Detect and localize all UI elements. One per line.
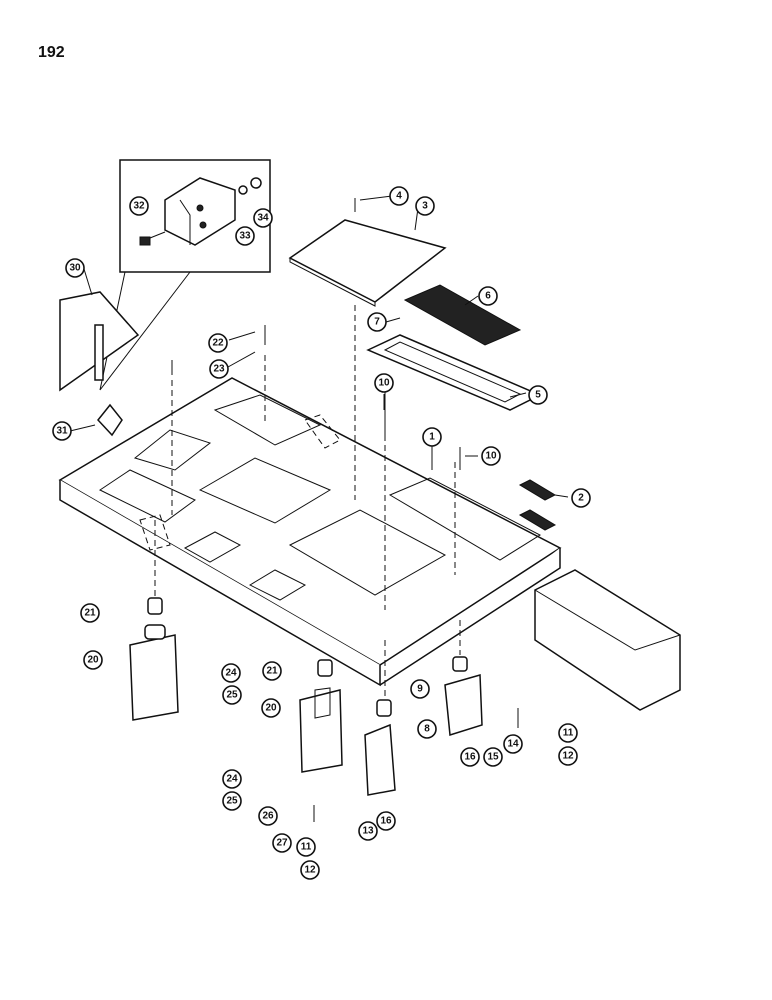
bolts — [171, 198, 519, 822]
svg-text:12: 12 — [304, 865, 316, 876]
svg-text:31: 31 — [56, 426, 68, 437]
callout: 15 — [483, 747, 503, 767]
console-box — [534, 569, 681, 711]
callout: 24 — [221, 663, 241, 683]
support-bracket-right — [444, 674, 483, 736]
svg-text:8: 8 — [424, 724, 430, 735]
side-panel — [59, 291, 140, 392]
svg-text:34: 34 — [257, 213, 269, 224]
callout: 10 — [481, 446, 501, 466]
callout: 26 — [258, 806, 278, 826]
svg-text:1: 1 — [429, 432, 435, 443]
callout: 4 — [389, 186, 409, 206]
callout: 33 — [235, 226, 255, 246]
callout: 6 — [478, 286, 498, 306]
rubber-mount-center — [317, 659, 333, 677]
svg-text:15: 15 — [487, 752, 499, 763]
mount-bracket — [97, 403, 123, 437]
callout: 12 — [558, 746, 578, 766]
svg-text:5: 5 — [535, 390, 541, 401]
callout: 30 — [65, 258, 85, 278]
callout: 27 — [272, 833, 292, 853]
callout: 14 — [503, 734, 523, 754]
reservoir-center — [299, 687, 343, 773]
callout: 22 — [208, 333, 228, 353]
svg-text:9: 9 — [417, 684, 423, 695]
callout: 5 — [528, 385, 548, 405]
callout: 32 — [129, 196, 149, 216]
cover-plate — [288, 219, 447, 307]
rubber-mount-9 — [376, 656, 468, 717]
page-number: 192 — [38, 44, 65, 61]
rubber-mount-left — [147, 597, 163, 615]
inset-detail — [99, 159, 271, 391]
callout: 10 — [374, 373, 394, 393]
trim-strips — [518, 479, 557, 531]
svg-text:7: 7 — [374, 317, 380, 328]
svg-text:21: 21 — [266, 666, 278, 677]
svg-text:21: 21 — [84, 608, 96, 619]
svg-text:24: 24 — [226, 774, 238, 785]
callout: 12 — [300, 860, 320, 880]
svg-text:12: 12 — [562, 751, 574, 762]
svg-text:2: 2 — [578, 493, 584, 504]
callout: 9 — [410, 679, 430, 699]
callout: 3 — [415, 196, 435, 216]
svg-text:22: 22 — [212, 338, 224, 349]
callout: 1 — [422, 427, 442, 447]
svg-text:33: 33 — [239, 231, 251, 242]
svg-text:25: 25 — [226, 690, 238, 701]
filter-frame — [366, 334, 542, 411]
svg-text:24: 24 — [225, 668, 237, 679]
svg-text:27: 27 — [276, 838, 288, 849]
assembly-lines — [154, 305, 461, 700]
svg-text:6: 6 — [485, 291, 491, 302]
callout: 23 — [209, 359, 229, 379]
callout: 31 — [52, 421, 72, 441]
svg-text:13: 13 — [362, 826, 374, 837]
svg-text:20: 20 — [265, 703, 277, 714]
deck-plate — [58, 377, 562, 687]
svg-text:23: 23 — [213, 364, 225, 375]
callout: 34 — [253, 208, 273, 228]
svg-text:3: 3 — [422, 201, 428, 212]
callout: 8 — [417, 719, 437, 739]
svg-text:25: 25 — [226, 796, 238, 807]
svg-text:16: 16 — [380, 816, 392, 827]
svg-text:32: 32 — [133, 201, 145, 212]
svg-text:16: 16 — [464, 752, 476, 763]
callout: 20 — [83, 650, 103, 670]
svg-text:4: 4 — [396, 191, 402, 202]
callout: 2 — [571, 488, 591, 508]
svg-text:20: 20 — [87, 655, 99, 666]
callout: 7 — [367, 312, 387, 332]
svg-text:10: 10 — [378, 378, 390, 389]
svg-text:26: 26 — [262, 811, 274, 822]
svg-text:14: 14 — [507, 739, 519, 750]
support-bracket-center — [364, 723, 396, 796]
callout: 21 — [262, 661, 282, 681]
callout: 24 — [222, 769, 242, 789]
callout: 25 — [222, 791, 242, 811]
callout: 25 — [222, 685, 242, 705]
svg-text:11: 11 — [563, 728, 574, 739]
filter-pad — [403, 284, 522, 346]
leader-lines — [69, 195, 569, 498]
callout: 16 — [376, 811, 396, 831]
reservoir-left — [129, 624, 179, 721]
callout: 21 — [80, 603, 100, 623]
svg-text:30: 30 — [69, 263, 81, 274]
callout: 11 — [296, 837, 316, 857]
callout: 11 — [558, 723, 578, 743]
callout: 20 — [261, 698, 281, 718]
callout: 13 — [358, 821, 378, 841]
svg-text:11: 11 — [301, 842, 312, 853]
callout: 16 — [460, 747, 480, 767]
svg-text:10: 10 — [485, 451, 497, 462]
